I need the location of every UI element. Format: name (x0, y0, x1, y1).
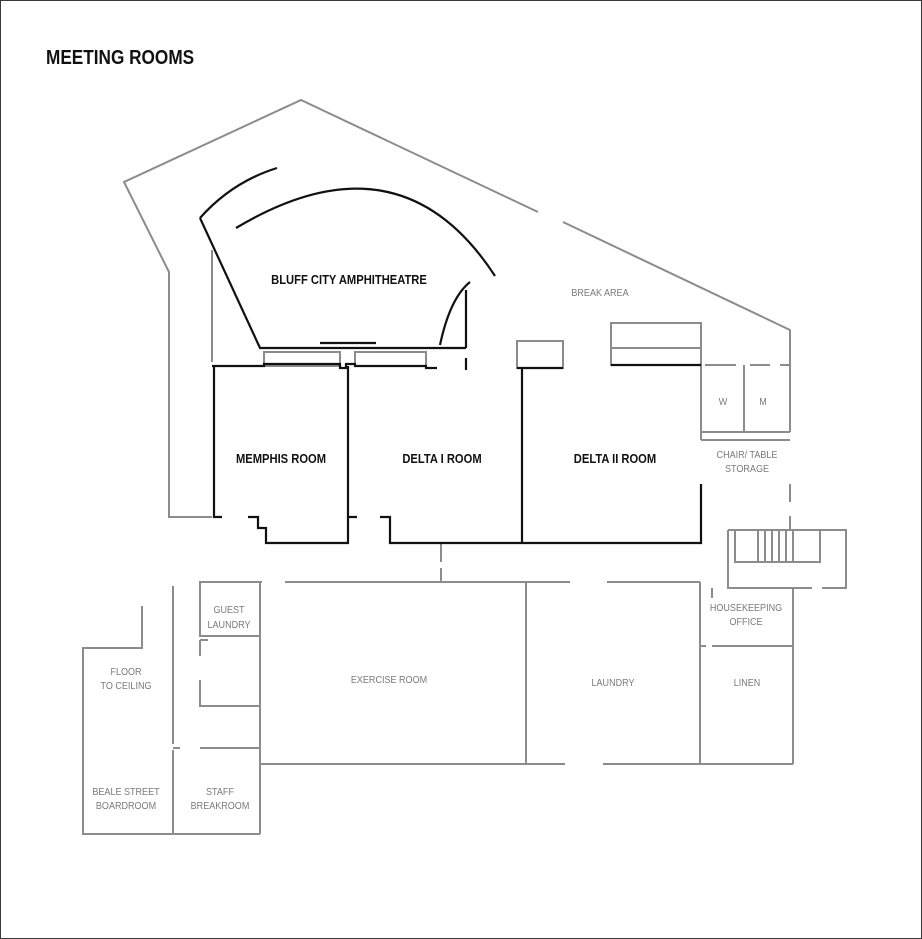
mens-restroom-label: M (759, 396, 767, 408)
housekeeping-office-label-line1: HOUSEKEEPING (709, 602, 783, 614)
outer-walls (82, 98, 847, 835)
memphis-room-label: MEMPHIS ROOM (235, 451, 327, 466)
housekeeping-office-label-line2: OFFICE (729, 616, 763, 628)
linen-label: LINEN (733, 677, 761, 689)
floor-to-ceiling-label-line1: FLOOR (110, 666, 142, 678)
delta-ii-room-label: DELTA II ROOM (573, 451, 657, 466)
staff-breakroom-label-line1: STAFF (206, 786, 234, 798)
amphitheatre-arc-outer (199, 166, 278, 219)
beale-street-label-line1: BEALE STREET (92, 786, 160, 798)
floor-to-ceiling-label-line2: TO CEILING (100, 680, 152, 692)
meeting-room-walls (199, 166, 703, 545)
staff-breakroom-label-line2: BREAKROOM (190, 800, 250, 812)
amphitheatre-arc-inner (235, 187, 496, 277)
chair-table-storage-label-line2: STORAGE (725, 463, 769, 475)
page-title: MEETING ROOMS (46, 47, 195, 69)
delta-i-room-label: DELTA I ROOM (402, 451, 482, 466)
laundry-label: LAUNDRY (591, 677, 635, 689)
chair-table-storage-label-line1: CHAIR/ TABLE (716, 449, 778, 461)
guest-laundry-label-line2: LAUNDRY (207, 619, 251, 631)
beale-street-label-line2: BOARDROOM (95, 800, 157, 812)
amphitheatre-door-arc (438, 281, 471, 346)
break-area-label: BREAK AREA (571, 287, 629, 299)
exercise-room-label: EXERCISE ROOM (350, 674, 428, 686)
womens-restroom-label: W (718, 396, 728, 408)
amphitheatre-label: BLUFF CITY AMPHITHEATRE (271, 272, 427, 287)
guest-laundry-label-line1: GUEST (213, 604, 245, 616)
